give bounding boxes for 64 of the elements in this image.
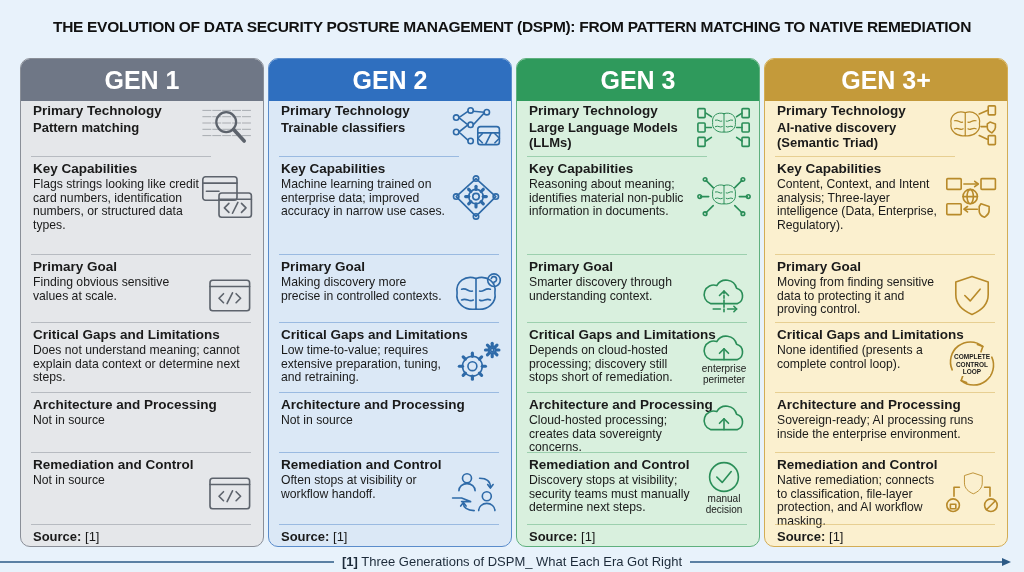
generation-card: [268, 58, 512, 547]
section-heading: Remediation and Control: [529, 457, 690, 473]
section-text: Low time-to-value; requires extensive preparation, tuning, and retraining.: [281, 344, 442, 385]
section-heading: Key Capabilities: [33, 161, 138, 177]
section-text: Does not understand meaning; cannot explain data context or determine next steps.: [33, 344, 241, 385]
section-heading: Primary Technology: [281, 103, 410, 119]
section-heading: Architecture and Processing: [777, 397, 961, 413]
section-text: None identified (presents a complete control loop).: [777, 344, 924, 372]
section-text: Sovereign-ready; AI processing runs inside the enterprise environment.: [777, 414, 975, 442]
section-text: Not in source: [281, 414, 354, 428]
footnote: [1] Three Generations of DSPM_ What Each Era Got Right: [333, 554, 691, 570]
section-heading: Architecture and Processing: [281, 397, 465, 413]
section-heading: Architecture and Processing: [33, 397, 217, 413]
section-text: Smarter discovery through understanding context.: [529, 276, 673, 304]
generation-card: [516, 58, 760, 547]
section-heading: Primary Goal: [33, 259, 118, 275]
section-heading: Key Capabilities: [281, 161, 386, 177]
section-text: Flags strings looking like credit card numbers, identification numbers, or structured data types.: [33, 178, 199, 233]
generation-card: [764, 58, 1008, 547]
section-text: Native remediation; connects to classification, file-layer protection, and AI workflow masking.: [777, 474, 936, 529]
section-heading: Critical Gaps and Limitations: [281, 327, 468, 343]
section-heading: Key Capabilities: [529, 161, 634, 177]
section-text: Depends on cloud-hosted processing; discovery still stops short of remediation.: [529, 344, 674, 385]
section-text: Often stops at visibility or workflow handoff.: [281, 474, 418, 502]
section-heading: Primary Technology: [33, 103, 162, 119]
section-text: Making discovery more precise in controlled contexts.: [281, 276, 443, 304]
section-text: Pattern matching: [33, 120, 141, 135]
section-text: Large Language Models (LLMs): [529, 120, 679, 150]
section-text: Finding obvious sensitive values at scale.: [33, 276, 171, 304]
source-note: Source: [1]: [281, 529, 348, 544]
section-heading: Primary Goal: [777, 259, 862, 275]
section-text: Not in source: [33, 474, 106, 488]
generation-header: GEN 1: [21, 59, 263, 101]
section-text: Trainable classifiers: [281, 120, 407, 135]
section-heading: Remediation and Control: [33, 457, 194, 473]
icon-caption: enterprise perimeter: [700, 363, 748, 385]
generation-header: GEN 2: [269, 59, 511, 101]
page-title: THE EVOLUTION OF DATA SECURITY POSTURE MANAGEMENT (DSPM): FROM PATTERN MATCHING TO NATIVE REMEDIATION: [51, 18, 973, 36]
section-heading: Critical Gaps and Limitations: [33, 327, 220, 343]
source-note: Source: [1]: [33, 529, 100, 544]
section-heading: Key Capabilities: [777, 161, 882, 177]
section-heading: Primary Technology: [777, 103, 906, 119]
section-heading: Critical Gaps and Limitations: [529, 327, 716, 343]
section-heading: Primary Technology: [529, 103, 658, 119]
generation-header: GEN 3: [517, 59, 759, 101]
section-heading: Architecture and Processing: [529, 397, 713, 413]
section-text: Not in source: [33, 414, 106, 428]
section-text: Cloud-hosted processing; creates data sovereignty concerns.: [529, 414, 669, 455]
section-text: Reasoning about meaning; identifies material non-public information in documents.: [529, 178, 685, 219]
section-heading: Primary Goal: [529, 259, 614, 275]
section-heading: Primary Goal: [281, 259, 366, 275]
section-text: Content, Context, and Intent analysis; Three-layer intelligence (Data, Enterprise, Regulatory).: [777, 178, 938, 233]
generation-card: [20, 58, 264, 547]
source-note: Source: [1]: [529, 529, 596, 544]
section-text: Machine learning trained on enterprise data; improved accuracy in narrow use cases.: [281, 178, 446, 219]
section-heading: Critical Gaps and Limitations: [777, 327, 964, 343]
section-text: AI-native discovery (Semantic Triad): [777, 120, 898, 150]
generation-header: GEN 3+: [765, 59, 1007, 101]
section-heading: Remediation and Control: [777, 457, 938, 473]
source-note: Source: [1]: [777, 529, 844, 544]
section-text: Moving from finding sensitive data to protecting it and proving control.: [777, 276, 936, 317]
icon-caption: manual decision: [704, 493, 744, 515]
section-text: Discovery stops at visibility; security teams must manually determine next steps.: [529, 474, 691, 515]
section-heading: Remediation and Control: [281, 457, 442, 473]
